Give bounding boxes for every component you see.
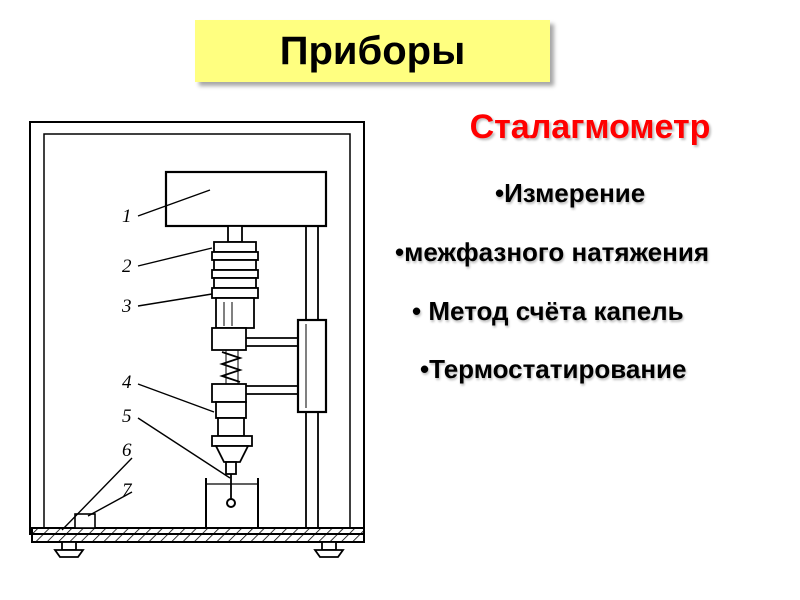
title-banner: Приборы <box>195 20 550 82</box>
device-name: Сталагмометр <box>469 108 711 146</box>
diagram-label: 5 <box>122 406 132 427</box>
page-title: Приборы <box>279 28 466 73</box>
base-plate <box>31 527 365 543</box>
beaker <box>205 478 259 529</box>
drive-box <box>164 170 328 228</box>
carriage <box>296 318 328 414</box>
bullet-item: •Измерение <box>495 178 646 208</box>
bullet-item: • Метод счёта капель <box>412 296 684 326</box>
feet <box>53 541 345 558</box>
diagram-label: 7 <box>122 480 133 501</box>
bullet-item: •межфазного натяжения <box>395 237 709 267</box>
arms <box>245 337 298 395</box>
leader-lines <box>61 189 231 531</box>
diagram-label: 4 <box>122 372 132 393</box>
bullet-item: •Термостатирование <box>420 354 687 384</box>
central-column <box>211 225 259 500</box>
diagram-label: 6 <box>122 440 132 461</box>
small-block <box>74 513 96 529</box>
diagram-label: 3 <box>121 296 132 317</box>
diagram-label: 2 <box>122 256 132 277</box>
diagram-label: 1 <box>122 206 132 227</box>
